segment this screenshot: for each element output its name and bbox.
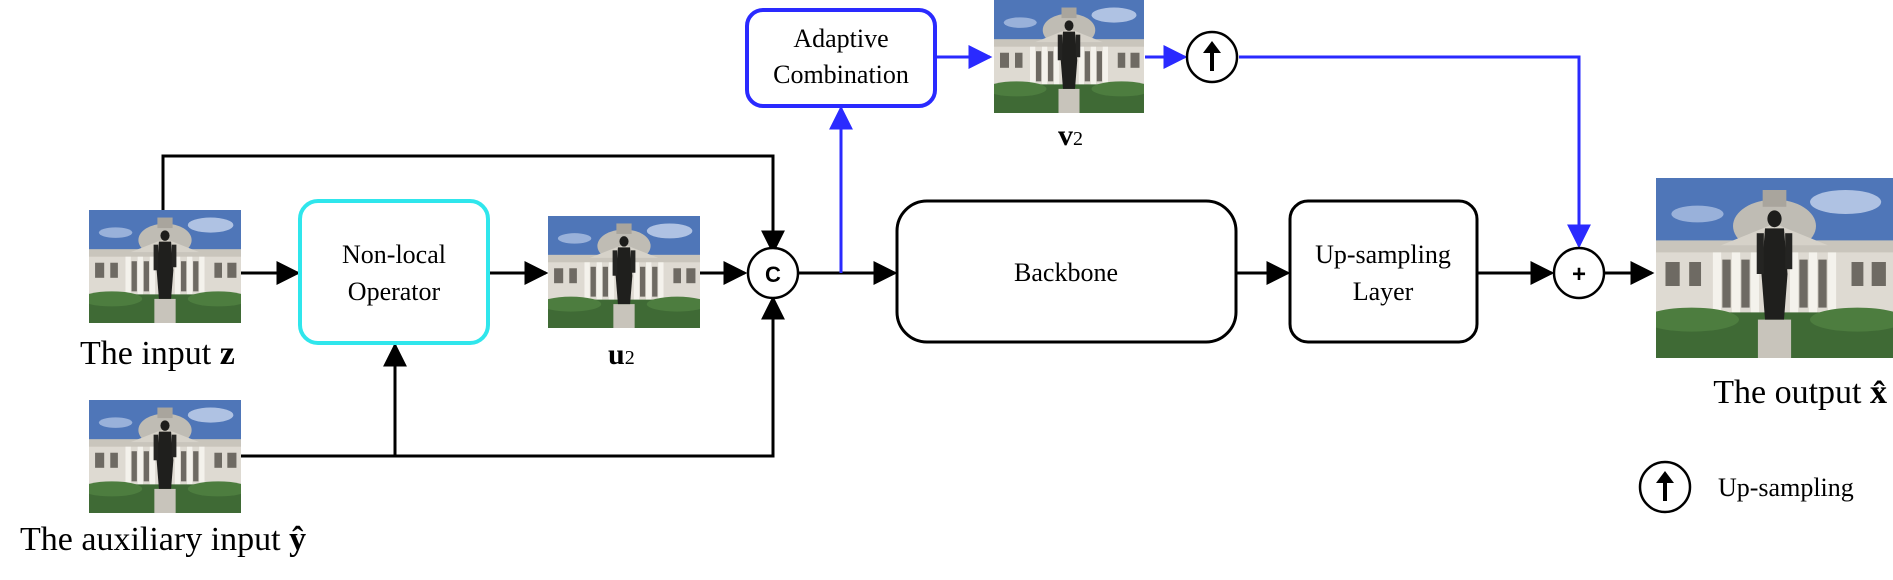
add-symbol: + [1572, 261, 1586, 288]
caption-output-x: The output x̂ [1713, 374, 1887, 411]
arrow-up-icon [1656, 471, 1674, 501]
caption-u2: u2 [608, 338, 635, 371]
image-output-x [1656, 178, 1893, 358]
edge-upsample-to-add [1239, 55, 1591, 249]
adaptive-label-line1: Adaptive [793, 24, 888, 53]
blue-connections [829, 45, 1591, 273]
nonlocal-label-line2: Operator [348, 277, 441, 306]
adaptive-label-line2: Combination [773, 60, 909, 89]
backbone-label: Backbone [1014, 258, 1118, 287]
image-v2 [994, 0, 1144, 113]
legend: Up-sampling [1638, 460, 1854, 514]
image-u2 [548, 216, 700, 328]
nonlocal-label-line1: Non-local [342, 240, 446, 269]
legend-label: Up-sampling [1718, 473, 1854, 502]
caption-v2: v2 [1058, 119, 1083, 152]
nonlocal-operator-box: Non-local Operator [298, 199, 490, 345]
image-input-z [89, 210, 241, 323]
upsampling-label-line2: Layer [1353, 277, 1414, 306]
concat-operator: C [746, 246, 800, 300]
edge-aux-to-concat [240, 295, 785, 458]
arrow-up-icon [1203, 41, 1221, 71]
upsample-operator [1185, 30, 1239, 84]
backbone-box: Backbone [895, 199, 1238, 344]
black-connections [161, 154, 1655, 458]
concat-symbol: C [765, 262, 781, 287]
edge-z-skip-to-concat [161, 154, 785, 255]
caption-aux-y: The auxiliary input ŷ [20, 521, 306, 558]
adaptive-combination-box: Adaptive Combination [745, 8, 937, 108]
image-aux-y [89, 400, 241, 513]
add-operator: + [1552, 246, 1606, 300]
caption-input-z: The input z [80, 335, 235, 372]
upsampling-label-line1: Up-sampling [1315, 240, 1451, 269]
upsampling-layer-box: Up-sampling Layer [1288, 199, 1479, 344]
